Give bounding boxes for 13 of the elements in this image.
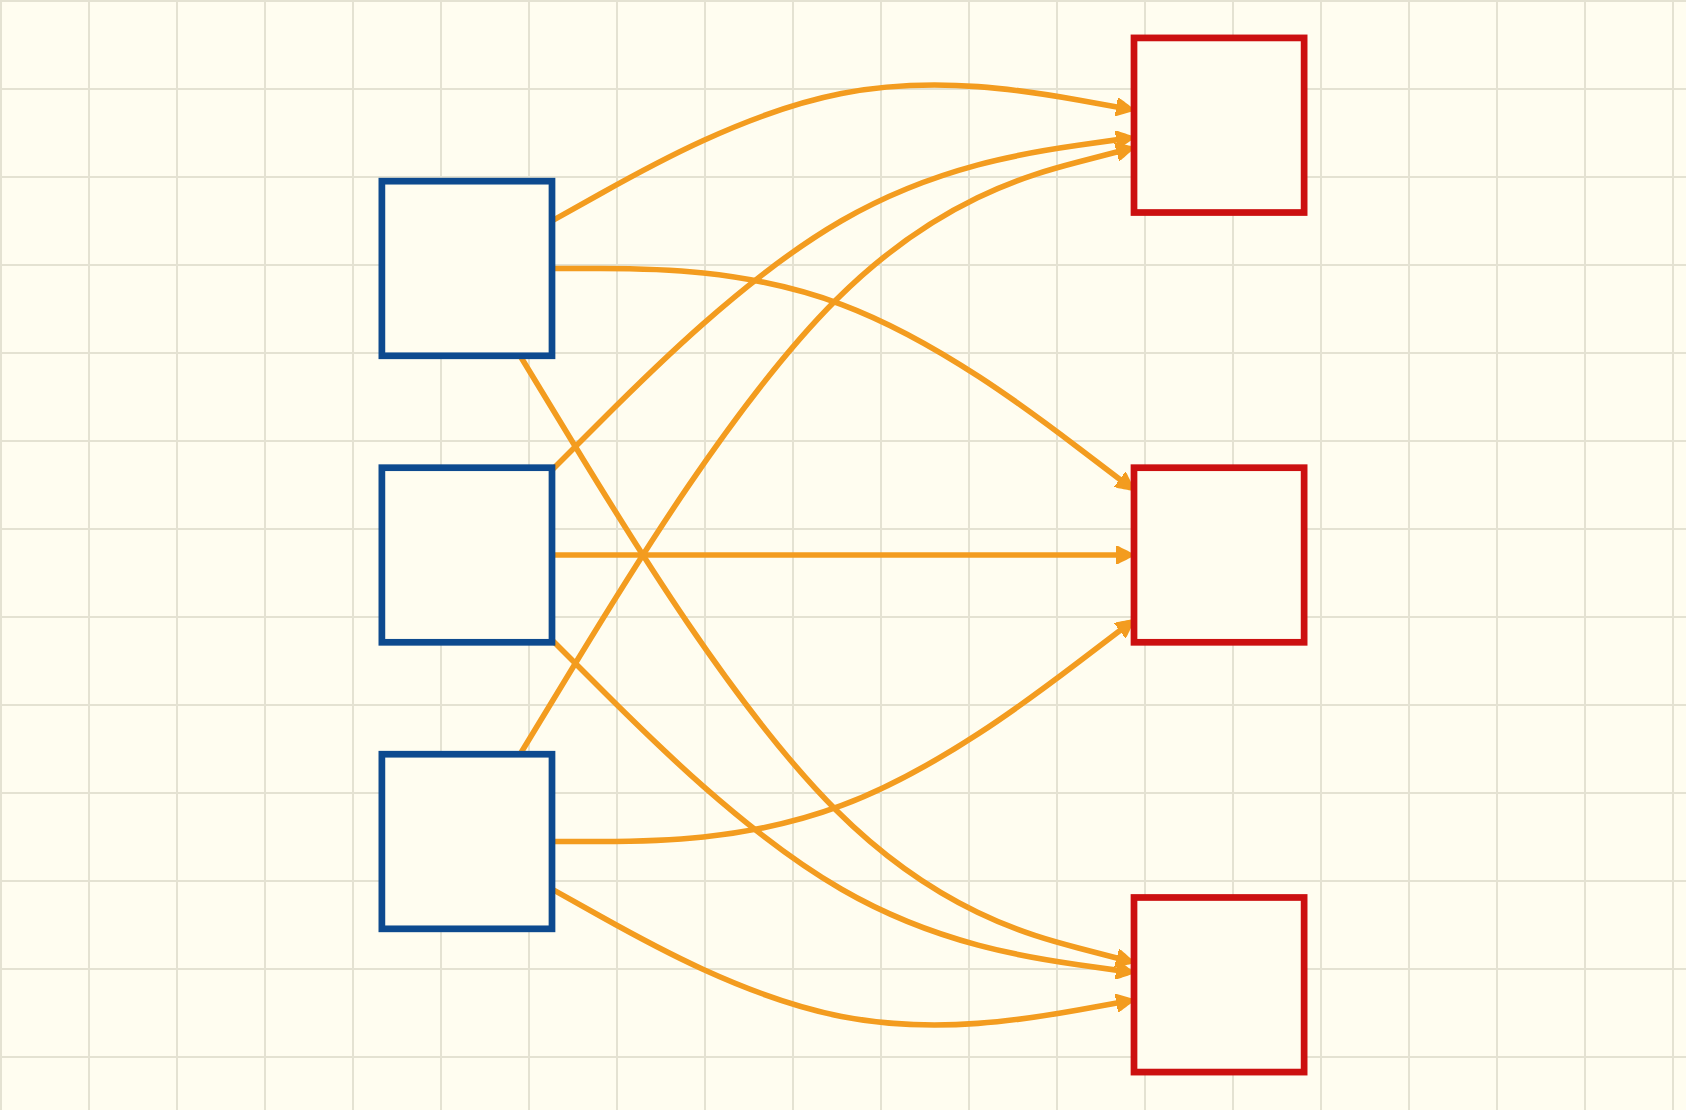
node-box bbox=[1130, 464, 1308, 646]
node-box bbox=[378, 750, 556, 933]
node-box bbox=[378, 177, 556, 360]
arrow bbox=[552, 265, 1135, 492]
arrow bbox=[550, 130, 1135, 472]
arrow bbox=[517, 142, 1135, 756]
arrow bbox=[517, 354, 1135, 968]
node-box bbox=[1130, 894, 1308, 1076]
arrow bbox=[550, 638, 1135, 980]
arrow bbox=[552, 618, 1135, 845]
node-box bbox=[1130, 34, 1308, 216]
node-box bbox=[378, 464, 556, 646]
arrow bbox=[552, 545, 1135, 565]
